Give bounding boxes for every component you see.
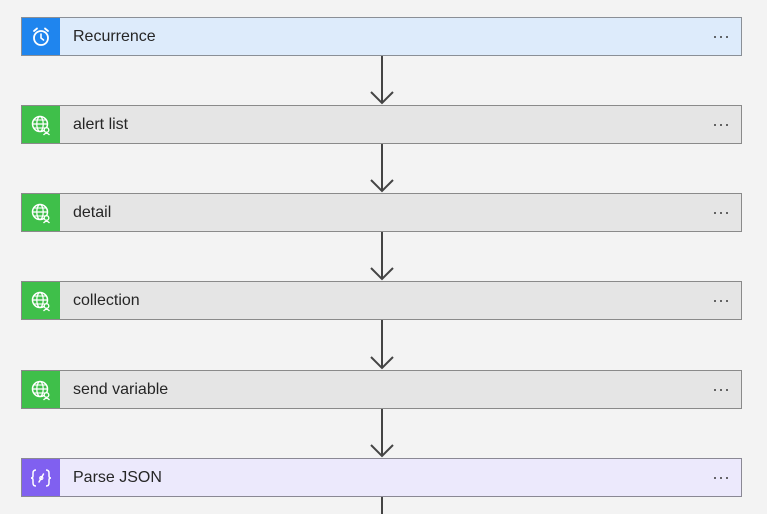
step-label: collection: [73, 291, 140, 309]
ellipsis-icon[interactable]: [709, 378, 733, 402]
http-globe-icon: [22, 282, 60, 319]
connector-arrow: [370, 409, 394, 458]
connector-arrow: [370, 144, 394, 193]
ellipsis-icon[interactable]: [709, 113, 733, 137]
json-braces-icon: [22, 459, 60, 496]
http-globe-icon: [22, 371, 60, 408]
alarm-clock-icon: [22, 18, 60, 55]
connector-line: [381, 497, 383, 514]
connector-arrow: [370, 320, 394, 370]
ellipsis-icon[interactable]: [709, 25, 733, 49]
http-globe-icon: [22, 194, 60, 231]
step-label: alert list: [73, 115, 129, 133]
step-recurrence[interactable]: Recurrence: [21, 17, 742, 56]
step-parse-json[interactable]: Parse JSON: [21, 458, 742, 497]
step-alert-list[interactable]: alert list: [21, 105, 742, 144]
step-label: send variable: [73, 380, 169, 398]
ellipsis-icon[interactable]: [709, 289, 733, 313]
step-detail[interactable]: detail: [21, 193, 742, 232]
step-label: Parse JSON: [73, 468, 162, 486]
step-label: Recurrence: [73, 27, 156, 45]
ellipsis-icon[interactable]: [709, 201, 733, 225]
step-collection[interactable]: collection: [21, 281, 742, 320]
http-globe-icon: [22, 106, 60, 143]
connector-arrow: [370, 232, 394, 281]
ellipsis-icon[interactable]: [709, 466, 733, 490]
step-label: detail: [73, 203, 112, 221]
step-send-variable[interactable]: send variable: [21, 370, 742, 409]
connector-arrow: [370, 56, 394, 105]
